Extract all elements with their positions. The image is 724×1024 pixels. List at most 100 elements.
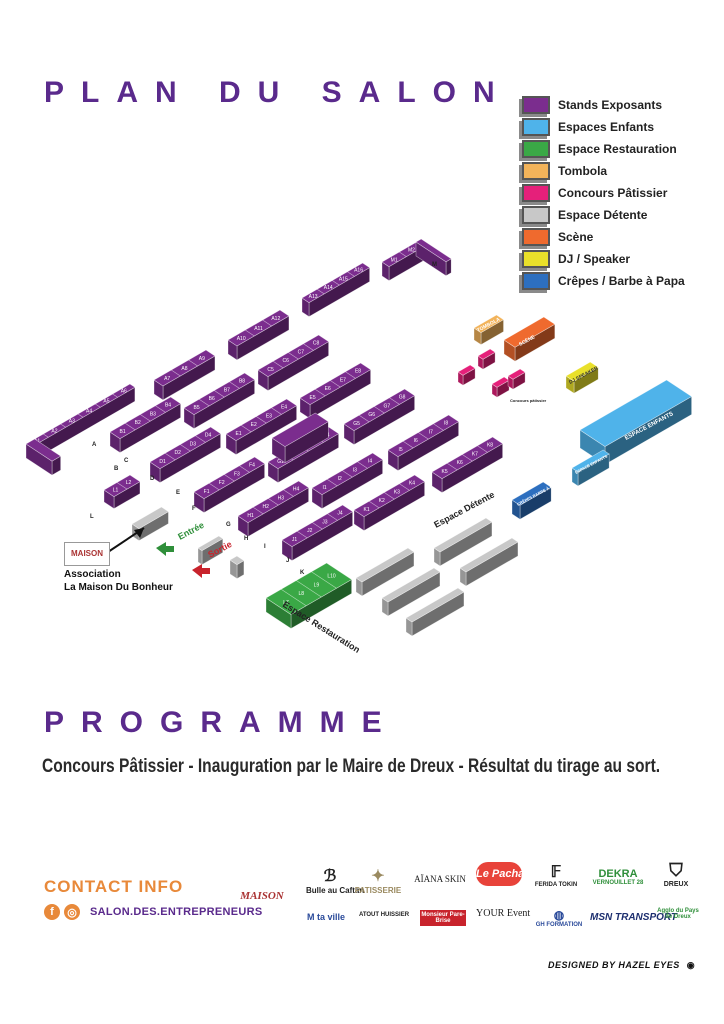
enfants-small-block (571, 449, 610, 473)
detente-bench-1 (355, 547, 415, 583)
crepes-block (511, 481, 552, 506)
stand-block-g3-divider (358, 414, 370, 423)
stand-block-i2-divider (326, 478, 338, 487)
stand-number: H2 (263, 504, 270, 510)
stand-number: F1 (204, 489, 210, 495)
facebook-icon[interactable]: f (44, 904, 60, 920)
stand-number: A8 (181, 366, 187, 372)
stand-number: J4 (337, 511, 343, 517)
sponsor-name: Agglo du Pays de Dreux (657, 908, 699, 920)
stand-number: M2 (408, 247, 415, 253)
stand-block-f1-divider (208, 482, 220, 491)
stand-number: E6 (325, 386, 331, 392)
restauration-block-divider (280, 588, 307, 607)
legend-item: Scène (522, 226, 702, 248)
association-label: Association La Maison Du Bonheur (64, 568, 173, 594)
stand-number: M1 (391, 257, 398, 263)
stand-number: D1 (159, 459, 166, 465)
legend-item: Concours Pâtissier (522, 182, 702, 204)
legend-swatch (522, 140, 550, 158)
social-handle[interactable]: SALON.DES.ENTREPRENEURS (90, 906, 263, 918)
stand-number: B6 (209, 396, 215, 402)
stand-number: H1 (247, 513, 254, 519)
sponsor-subname: VERNOUILLET 28 (592, 880, 644, 886)
sponsor-name: GH FORMATION (535, 922, 583, 928)
stand-number: A16 (354, 268, 363, 274)
legend-item: Espace Restauration (522, 138, 702, 160)
scene-block (503, 316, 556, 348)
stand-block-h1-divider (283, 489, 294, 497)
stand-block-a-left-divider (77, 413, 84, 418)
stand-block-l3 (131, 506, 170, 529)
detente-bench-4 (433, 517, 493, 553)
sponsor-name: Bulle au Caftan (306, 886, 365, 895)
stand-block-d1-divider (195, 435, 206, 443)
stand-number: A4 (86, 409, 92, 415)
concours-stand-2 (477, 348, 496, 360)
stand-number: A10 (237, 336, 246, 342)
row-letter: H (244, 536, 248, 542)
stand-number: E5 (310, 395, 316, 401)
stand-number: L7 (283, 600, 289, 606)
stand-number: I6 (414, 438, 418, 444)
stand-number: L9 (314, 582, 320, 588)
stand-number: F2 (219, 480, 225, 486)
row-letter: D (150, 476, 155, 482)
stand-number: D4 (205, 433, 212, 439)
stand-number: B5 (194, 405, 200, 411)
stand-number: B1 (120, 429, 126, 435)
stand-number: K1 (364, 507, 370, 513)
sponsor-logo: ◍ GH FORMATION (534, 908, 584, 928)
stand-block-i3-divider (402, 440, 414, 449)
stand-block-c3-divider (272, 360, 284, 369)
stand-number: A15 (339, 276, 348, 282)
sponsor-name: MSN TRANSPORT (590, 912, 678, 923)
stand-number: C5 (267, 367, 274, 373)
globe-icon: ◍ (553, 908, 565, 922)
stand-block-f1-divider (224, 474, 235, 482)
legend-swatch (522, 118, 550, 136)
stand-block-k2-divider (399, 483, 410, 491)
stand-block-i3-divider (433, 423, 444, 431)
stand-number: B8 (239, 379, 245, 385)
stand-number: B2 (135, 420, 141, 426)
legend-item: Stands Exposants (522, 94, 702, 116)
row-letter: I (264, 544, 266, 550)
stand-block-b2-divider (214, 390, 225, 398)
stand-block-k3-divider (462, 454, 473, 462)
sponsor-name: MAISON (240, 890, 284, 902)
sponsor-mark-icon: 𝔽 (550, 864, 562, 881)
restauration-block-divider (296, 580, 322, 598)
stand-number: G7 (384, 403, 391, 409)
stand-number: A7 (164, 376, 170, 382)
credits-text: DESIGNED BY HAZEL EYES (548, 960, 680, 970)
legend-label: Tombola (558, 164, 608, 178)
row-letter: F (192, 506, 196, 512)
stand-number: L2 (126, 480, 132, 486)
stand-block-i3-divider (418, 432, 429, 440)
legend-item: Espace Détente (522, 204, 702, 226)
stand-number: E1 (236, 431, 242, 437)
legend-label: Crêpes / Barbe à Papa (558, 274, 685, 288)
stand-number: D2 (175, 450, 182, 456)
stand-block-b2-divider (229, 381, 240, 389)
stand-number: G8 (399, 395, 406, 401)
legend-item: DJ / Speaker (522, 248, 702, 270)
stand-number: E8 (355, 369, 361, 375)
legend-swatch (522, 96, 550, 114)
stand-number: K4 (409, 481, 415, 487)
sponsor-name: M ta ville (306, 912, 345, 922)
association-label-line1: Association (64, 569, 121, 580)
legend-label: DJ / Speaker (558, 252, 631, 266)
row-letter: A (92, 442, 97, 448)
programme-title: PROGRAMME (44, 706, 399, 739)
instagram-icon[interactable]: ◎ (64, 904, 80, 920)
stand-block-a4-divider (316, 288, 325, 295)
stand-number: I5 (398, 447, 402, 453)
contact-row: f ◎ SALON.DES.ENTREPRENEURS (44, 904, 263, 920)
eye-icon: ◉ (686, 960, 696, 970)
stand-number: C8 (313, 341, 320, 347)
sponsor-mark-icon: ℬ (323, 868, 337, 885)
stand-block-e2-divider (256, 416, 267, 424)
